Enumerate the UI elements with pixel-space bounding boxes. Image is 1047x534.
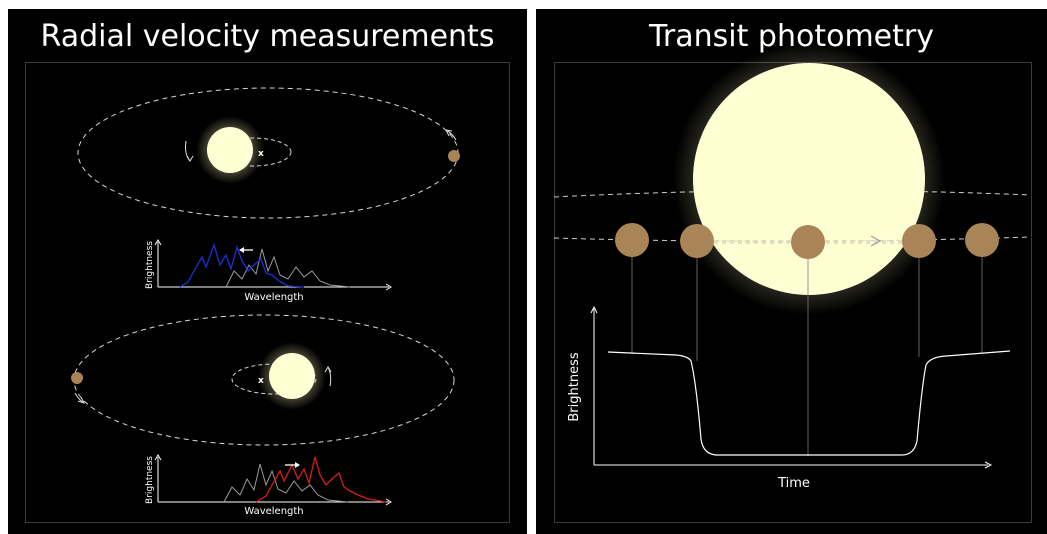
graph-xlabel-bottom: Wavelength — [244, 506, 303, 517]
spectrum-graph-bottom: Brightness Wavelength — [145, 454, 392, 517]
barycenter-marker-bottom: x — [258, 376, 264, 386]
radial-velocity-diagram: x Brightness Wavelength x — [71, 87, 460, 517]
transit-photometry-panel: Transit photometry — [536, 9, 1047, 534]
spectrum-graph-top: Brightness Wavelength — [145, 239, 392, 303]
radial-velocity-frame — [25, 62, 510, 523]
planet-after-transit — [965, 223, 999, 257]
planet-egress — [902, 224, 936, 258]
transit-diagram: Brightness Time — [553, 43, 1031, 491]
reference-spectrum-top — [225, 248, 351, 288]
transit-star — [693, 63, 925, 295]
transit-direction-arrow — [870, 235, 882, 247]
barycenter-marker-top: x — [258, 149, 264, 159]
planet-ingress — [680, 224, 714, 258]
blueshifted-spectrum — [179, 242, 305, 288]
planet-top — [448, 150, 460, 162]
light-curve-xlabel: Time — [777, 476, 810, 491]
graph-ylabel-top: Brightness — [145, 241, 155, 289]
star-top — [207, 127, 253, 173]
planet-before-transit — [615, 223, 649, 257]
light-curve-ylabel: Brightness — [567, 352, 582, 421]
star-bottom — [269, 353, 315, 399]
radial-velocity-panel: Radial velocity measurements x — [8, 9, 527, 534]
planet-orbit-top — [77, 87, 459, 219]
projection-lines — [631, 257, 983, 456]
transit-light-curve — [607, 350, 1011, 456]
planet-mid-transit — [791, 225, 825, 259]
graph-ylabel-bottom: Brightness — [145, 456, 155, 504]
planet-bottom — [71, 372, 83, 384]
redshifted-spectrum — [255, 456, 387, 503]
graph-xlabel-top: Wavelength — [244, 292, 303, 303]
radial-velocity-title: Radial velocity measurements — [40, 19, 495, 54]
reference-spectrum-bottom — [223, 463, 349, 503]
